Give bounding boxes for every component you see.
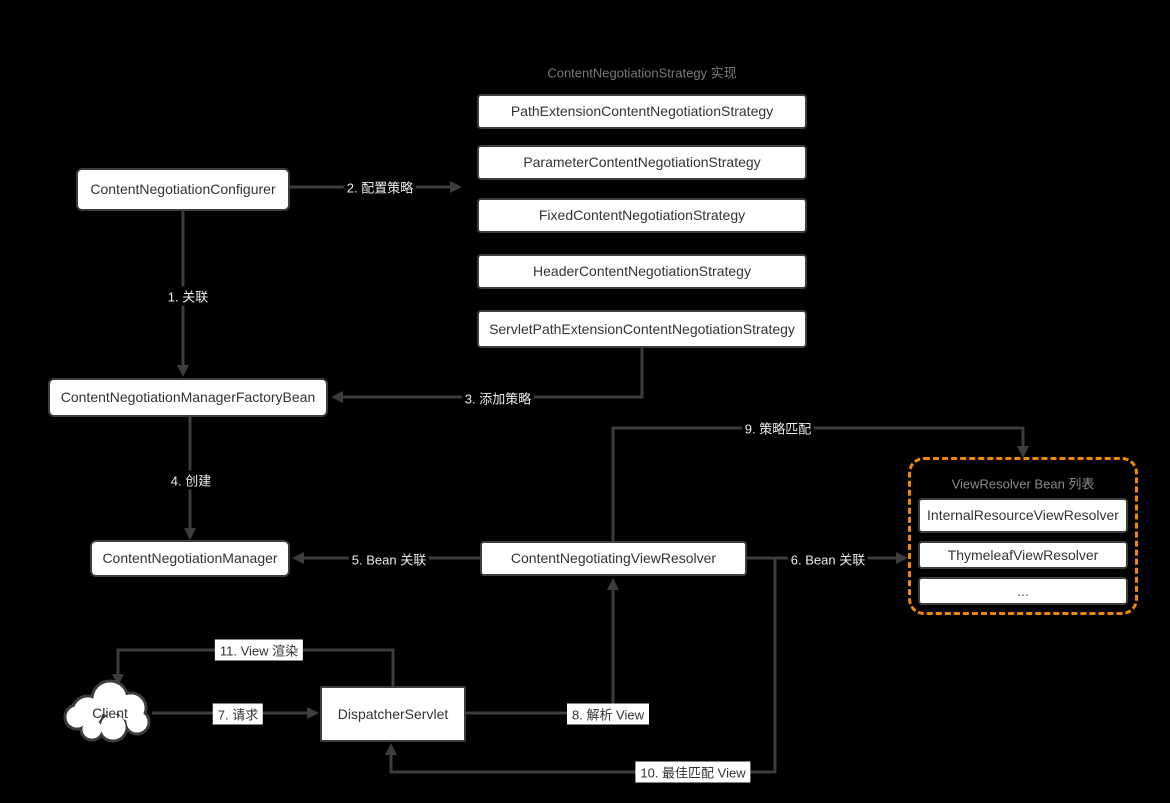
edge-label-10-best-match-view: 10. 最佳匹配 View [635, 761, 751, 783]
arrowhead-1-down [177, 365, 189, 377]
node-internal-resource-view-resolver: InternalResourceViewResolver [918, 498, 1128, 533]
node-content-negotiation-configurer: ContentNegotiationConfigurer [76, 168, 290, 211]
arrowhead-4-down [184, 528, 196, 540]
edge-label-3-add-strategy: 3. 添加策略 [461, 388, 535, 408]
arrowhead-5-left [292, 552, 304, 564]
arrowhead-2-right [450, 181, 462, 193]
edge-label-4-create: 4. 创建 [167, 470, 215, 490]
arrowhead-9-down [1017, 446, 1029, 458]
edge-label-2-configure-strategy: 2. 配置策略 [343, 177, 417, 197]
node-thymeleaf-view-resolver: ThymeleafViewResolver [918, 541, 1128, 569]
edge-label-7-request: 7. 请求 [212, 703, 264, 725]
node-content-negotiating-view-resolver: ContentNegotiatingViewResolver [480, 541, 747, 576]
node-header-strategy: HeaderContentNegotiationStrategy [477, 254, 807, 289]
connector-8-resolve-view [466, 590, 615, 715]
node-content-negotiation-manager: ContentNegotiationManager [90, 540, 290, 577]
edge-label-5-bean-association: 5. Bean 关联 [348, 549, 430, 569]
arrowhead-6-right [896, 552, 908, 564]
view-resolver-bean-list-group [908, 457, 1138, 615]
arrowhead-3-left [331, 391, 343, 403]
client-cloud-icon [63, 679, 151, 743]
node-path-extension-strategy: PathExtensionContentNegotiationStrategy [477, 94, 807, 129]
connector-3-add-strategy [343, 348, 644, 399]
node-dispatcher-servlet: DispatcherServlet [320, 686, 466, 742]
connector-9-strategy-match [611, 426, 1025, 541]
client-cloud-label: Client [92, 705, 128, 721]
strategy-group-title: ContentNegotiationStrategy 实现 [547, 65, 737, 81]
edge-label-9-strategy-match: 9. 策略匹配 [741, 418, 815, 438]
view-resolver-group-title: ViewResolver Bean 列表 [951, 476, 1095, 492]
node-parameter-strategy: ParameterContentNegotiationStrategy [477, 145, 807, 180]
edge-label-6-bean-association: 6. Bean 关联 [787, 549, 869, 569]
node-more-resolvers-ellipsis: ... [918, 577, 1128, 605]
arrowhead-7-right [307, 707, 319, 719]
node-fixed-strategy: FixedContentNegotiationStrategy [477, 198, 807, 233]
arrowhead-11-down [112, 674, 124, 686]
edge-label-11-view-render: 11. View 渲染 [214, 639, 304, 661]
node-content-negotiation-manager-factory-bean: ContentNegotiationManagerFactoryBean [48, 378, 328, 417]
edge-label-1-association: 1. 关联 [164, 286, 212, 306]
arrowhead-10-up [385, 743, 397, 755]
connector-10-best-match-view [389, 558, 777, 774]
node-servlet-path-extension-strategy: ServletPathExtensionContentNegotiationSt… [477, 310, 807, 348]
arrowhead-8-up [607, 578, 619, 590]
edge-label-8-resolve-view: 8. 解析 View [566, 703, 650, 725]
